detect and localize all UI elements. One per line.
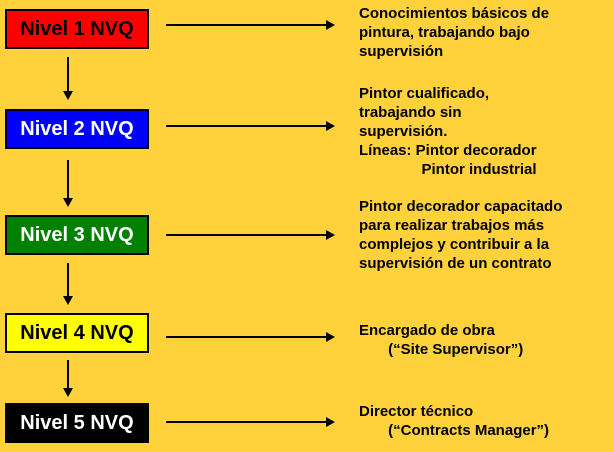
- arrow-right-level-5-icon: [166, 417, 335, 427]
- arrow-right-level-3-icon: [166, 230, 335, 240]
- arrowhead-right-icon: [326, 121, 335, 131]
- nvq-box-label-level-3: Nivel 3 NVQ: [20, 223, 134, 246]
- arrow-down-3-to-4-icon: [63, 263, 73, 305]
- arrow-down-2-to-3-icon: [63, 160, 73, 207]
- arrowhead-down-icon: [63, 198, 73, 207]
- nvq-box-level-3: Nivel 3 NVQ: [5, 215, 149, 255]
- nvq-box-label-level-5: Nivel 5 NVQ: [20, 411, 134, 434]
- nvq-box-level-2: Nivel 2 NVQ: [5, 109, 149, 149]
- arrow-right-level-4-icon: [166, 332, 335, 342]
- nvq-box-label-level-2: Nivel 2 NVQ: [20, 117, 134, 140]
- arrowhead-right-icon: [326, 20, 335, 30]
- arrowhead-down-icon: [63, 91, 73, 100]
- nvq-box-level-4: Nivel 4 NVQ: [5, 313, 149, 353]
- arrow-right-level-2-icon: [166, 121, 335, 131]
- arrow-down-4-to-5-icon: [63, 360, 73, 397]
- description-level-3: Pintor decorador capacitado para realiza…: [359, 198, 563, 272]
- description-level-4: Encargado de obra (“Site Supervisor”): [359, 322, 524, 358]
- arrow-down-1-to-2-icon: [63, 57, 73, 100]
- nvq-box-label-level-1: Nivel 1 NVQ: [20, 17, 134, 40]
- nvq-box-level-1: Nivel 1 NVQ: [5, 9, 149, 49]
- arrowhead-right-icon: [326, 230, 335, 240]
- arrowhead-down-icon: [63, 296, 73, 305]
- arrowhead-down-icon: [63, 388, 73, 397]
- arrowhead-right-icon: [326, 417, 335, 427]
- description-level-5: Director técnico (“Contracts Manager”): [359, 403, 550, 439]
- arrowhead-right-icon: [326, 332, 335, 342]
- description-level-1: Conocimientos básicos de pintura, trabaj…: [359, 5, 550, 60]
- nvq-box-label-level-4: Nivel 4 NVQ: [20, 321, 134, 344]
- nvq-box-level-5: Nivel 5 NVQ: [5, 403, 149, 443]
- arrow-right-level-1-icon: [166, 20, 335, 30]
- description-level-2: Pintor cualificado, trabajando sin super…: [359, 85, 537, 178]
